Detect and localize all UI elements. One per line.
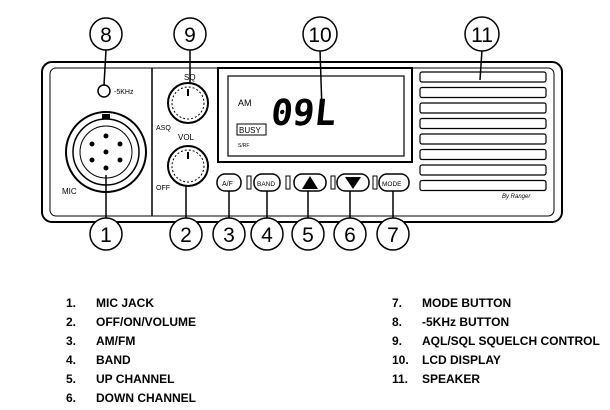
- lcd-display: [217, 67, 413, 163]
- legend-number: 8.: [392, 315, 403, 329]
- brand-label: By Ranger: [502, 194, 531, 200]
- callout-8: 8: [89, 17, 123, 51]
- svg-text:8: 8: [100, 24, 112, 47]
- svg-text:10: 10: [308, 24, 331, 47]
- indicator-1: [246, 175, 252, 190]
- svg-text:7: 7: [387, 224, 399, 247]
- legend-label: UP CHANNEL: [96, 372, 175, 386]
- down-channel-button[interactable]: [336, 173, 370, 192]
- legend-label: MIC JACK: [96, 296, 155, 310]
- callout-11: 11: [464, 16, 500, 52]
- svg-text:11: 11: [471, 24, 493, 47]
- grille-slot: [419, 117, 547, 130]
- callout-6: 6: [333, 217, 367, 251]
- grille-slot: [419, 148, 547, 161]
- legend-number: 11.: [392, 372, 409, 386]
- legend-item: 8. -5KHz BUTTON: [392, 313, 600, 332]
- legend-label: AQL/SQL SQUELCH CONTROL: [422, 334, 600, 348]
- svg-text:5: 5: [302, 224, 314, 247]
- lcd-channel: 09L: [269, 92, 338, 134]
- legend-item: 6. DOWN CHANNEL: [66, 389, 196, 408]
- callout-1: 1: [89, 217, 123, 251]
- callout-3: 3: [212, 217, 246, 251]
- legend-label: LCD DISPLAY: [422, 353, 501, 367]
- squelch-knob[interactable]: [167, 82, 209, 124]
- volume-knob[interactable]: [167, 145, 209, 187]
- callout-5: 5: [291, 217, 325, 251]
- legend-label: SPEAKER: [422, 372, 481, 386]
- legend-number: 4.: [66, 353, 77, 367]
- grille-slot: [419, 102, 547, 114]
- legend-item: 3. AM/FM: [66, 332, 196, 351]
- svg-text:9: 9: [184, 24, 196, 47]
- speaker-grille: [419, 71, 547, 192]
- indicator-2: [285, 175, 291, 190]
- vol-label: VOL: [178, 133, 195, 142]
- legend-item: 5. UP CHANNEL: [66, 370, 196, 389]
- legend-item: 9. AQL/SQL SQUELCH CONTROL: [392, 332, 600, 351]
- mode-button[interactable]: [378, 173, 410, 192]
- grille-slot: [419, 71, 547, 83]
- legend-label: BAND: [96, 353, 131, 367]
- legend-number: 5.: [66, 372, 77, 386]
- legend-number: 2.: [66, 315, 77, 329]
- asq-label: ASQ: [156, 125, 171, 132]
- callout-10: 10: [302, 16, 338, 52]
- legend-left: 1. MIC JACK 2. OFF/ON/VOLUME 3. AM/FM 4. BAND 5.…: [66, 294, 196, 408]
- grille-slot: [419, 86, 547, 99]
- callout-9: 9: [173, 17, 207, 51]
- callout-4: 4: [250, 217, 284, 251]
- mode-label: MODE: [382, 181, 402, 188]
- off-label: OFF: [156, 185, 170, 192]
- svg-text:6: 6: [344, 224, 356, 247]
- indicator-4: [372, 175, 378, 190]
- svg-text:3: 3: [223, 224, 235, 247]
- legend-number: 10.: [392, 353, 409, 367]
- svg-text:1: 1: [100, 224, 112, 247]
- legend-item: 7. MODE BUTTON: [392, 294, 600, 313]
- indicator-3: [330, 175, 336, 190]
- khz-button[interactable]: [97, 84, 111, 98]
- legend-right: 7. MODE BUTTON 8. -5KHz BUTTON 9. AQL/SQL SQU…: [392, 294, 600, 389]
- legend-item: 11. SPEAKER: [392, 370, 600, 389]
- amfm-label: A/F: [222, 181, 233, 188]
- busy-box: [236, 123, 267, 136]
- khz-label: -5KHz: [114, 89, 134, 96]
- legend-number: 3.: [66, 334, 77, 348]
- callout-2: 2: [169, 217, 203, 251]
- legend-label: AM/FM: [96, 334, 136, 348]
- legend-number: 6.: [66, 391, 77, 405]
- lcd-busy: BUSY: [239, 126, 261, 135]
- legend-label: -5KHz BUTTON: [422, 315, 510, 329]
- legend-label: DOWN CHANNEL: [96, 391, 196, 405]
- band-label: BAND: [257, 181, 275, 188]
- up-channel-button[interactable]: [293, 173, 327, 192]
- legend-number: 9.: [392, 334, 403, 348]
- lcd-mode: AM: [238, 98, 252, 108]
- grille-slot: [419, 164, 547, 176]
- mic-label: MIC: [62, 187, 77, 196]
- callout-7: 7: [376, 217, 410, 251]
- grille-slot: [419, 133, 547, 145]
- legend-label: OFF/ON/VOLUME: [96, 315, 196, 329]
- down-arrow-icon: [345, 177, 361, 189]
- radio-diagram: MIC -5KHz SQ ASQ VOL OFF AM 09L BUSY S/R…: [41, 16, 563, 251]
- legend-number: 7.: [392, 296, 403, 310]
- svg-text:4: 4: [261, 224, 273, 247]
- legend-item: 10. LCD DISPLAY: [392, 351, 600, 370]
- legend-item: 2. OFF/ON/VOLUME: [66, 313, 196, 332]
- grille-slot: [419, 179, 547, 192]
- legend-item: 4. BAND: [66, 351, 196, 370]
- up-arrow-icon: [302, 176, 318, 189]
- lcd-srf: S/RF: [238, 143, 249, 149]
- legend-item: 1. MIC JACK: [66, 294, 196, 313]
- svg-text:2: 2: [180, 224, 192, 247]
- legend-number: 1.: [66, 296, 77, 310]
- legend-label: MODE BUTTON: [422, 296, 512, 310]
